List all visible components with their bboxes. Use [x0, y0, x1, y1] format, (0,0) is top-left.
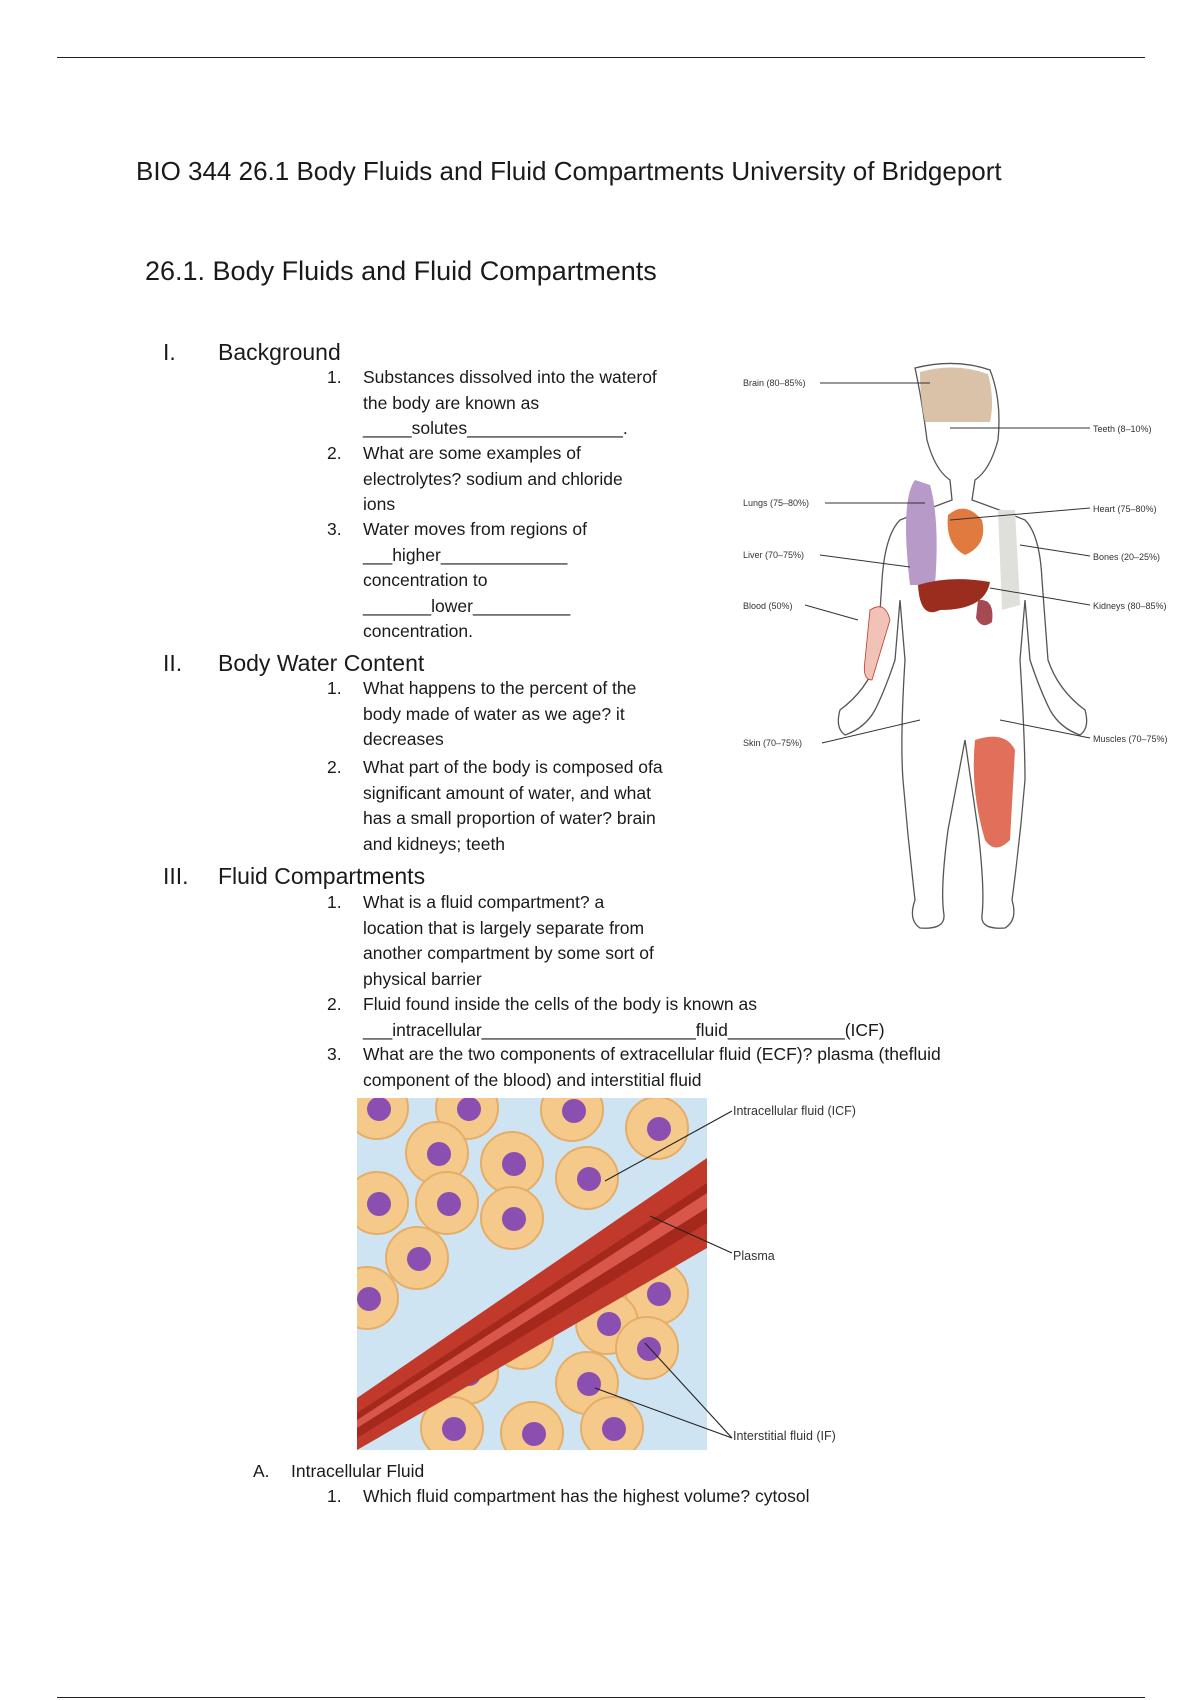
organ-label: Blood (50%) [743, 601, 793, 611]
subsection-label: Intracellular Fluid [291, 1461, 425, 1481]
body-figure-leaders [804, 382, 1091, 744]
body-water-figure [837, 362, 1088, 929]
answer-line: electrolytes? sodium and chloride [363, 468, 623, 489]
answer-line: What part of the body is composed ofa [363, 757, 663, 777]
section-label: Body Water Content [218, 650, 425, 676]
answer-line: ions [363, 494, 396, 514]
item-number: 1. [327, 1486, 342, 1506]
label-icf: Intracellular fluid (ICF) [733, 1104, 856, 1118]
kidney [976, 599, 993, 626]
section-numeral: II. [163, 650, 183, 676]
cell-nucleus [577, 1372, 601, 1396]
cell-nucleus [502, 1152, 526, 1176]
cell-nucleus [597, 1312, 621, 1336]
organ-label: Lungs (75–80%) [743, 498, 810, 508]
brain-region [920, 367, 993, 422]
cell-nucleus [367, 1098, 391, 1121]
answer-line: What happens to the percent of the [363, 678, 637, 698]
organ-label: Teeth (8–10%) [1093, 424, 1152, 434]
answer-line: ___higher_____________ [363, 544, 568, 565]
cell-nucleus [502, 1207, 526, 1231]
answer-line: Which fluid compartment has the highest … [363, 1486, 810, 1506]
answer-line: the body are known as [363, 392, 540, 413]
organ-label: Heart (75–80%) [1093, 504, 1157, 514]
section-label: Background [218, 339, 341, 365]
cell-nucleus [407, 1247, 431, 1271]
cell-nucleus [442, 1417, 466, 1441]
answer-line: _____solutes________________. [363, 418, 628, 438]
cell-nucleus [522, 1422, 546, 1446]
item-number: 2. [327, 757, 342, 777]
subsection-letter: A. [253, 1461, 270, 1481]
organ-label: Brain (80–85%) [743, 378, 806, 388]
answer-line: What are the two components of extracell… [363, 1044, 941, 1064]
item-number: 3. [327, 519, 342, 539]
item-number: 2. [327, 994, 342, 1014]
item-number: 1. [327, 892, 342, 912]
label-interstitial: Interstitial fluid (IF) [733, 1429, 836, 1443]
cell-figure-leaders [594, 1110, 733, 1439]
cell-nucleus [577, 1167, 601, 1191]
bones [998, 510, 1020, 610]
answer-line: has a small proportion of water? brain [363, 808, 656, 828]
blood-vessels [863, 606, 891, 681]
section-label: Fluid Compartments [218, 863, 426, 889]
cell-nucleus [437, 1192, 461, 1216]
bottom-rule [57, 1697, 1145, 1698]
organ-label: Skin (70–75%) [743, 738, 803, 748]
answer-line: component of the blood) and interstitial… [363, 1069, 702, 1090]
item-number: 1. [327, 367, 342, 387]
label-plasma: Plasma [733, 1249, 775, 1263]
answer-line: physical barrier [363, 968, 482, 989]
answer-line: Water moves from regions of [363, 519, 588, 539]
muscles [973, 736, 1015, 848]
lungs [906, 480, 937, 585]
organ-label: Bones (20–25%) [1093, 552, 1161, 562]
fluid-compartments-figure [357, 1098, 707, 1450]
top-rule [57, 57, 1145, 58]
section-heading: 26.1. Body Fluids and Fluid Compartments [145, 256, 657, 286]
cell-nucleus [602, 1417, 626, 1441]
section-numeral: III. [163, 863, 189, 889]
item-number: 3. [327, 1044, 342, 1064]
answer-line: significant amount of water, and what [363, 782, 651, 803]
organ-label: Kidneys (80–85%) [1093, 601, 1167, 611]
document-title: BIO 344 26.1 Body Fluids and Fluid Compa… [136, 156, 1002, 186]
answer-line: and kidneys; teeth [363, 833, 506, 854]
answer-line: _______lower__________ [363, 595, 571, 616]
cell-nucleus [427, 1142, 451, 1166]
answer-line: another compartment by some sort of [363, 943, 654, 963]
answer-line: concentration to [363, 570, 488, 590]
cell-nucleus [357, 1287, 381, 1311]
answer-line: What are some examples of [363, 443, 581, 463]
cell-nucleus [367, 1192, 391, 1216]
heart [947, 508, 984, 555]
cell-nucleus [647, 1117, 671, 1141]
answer-line: concentration. [363, 621, 473, 641]
item-number: 1. [327, 678, 342, 698]
answer-line: decreases [363, 729, 444, 749]
cell-nucleus [457, 1098, 481, 1121]
cell-nucleus [647, 1282, 671, 1306]
section-numeral: I. [163, 339, 176, 365]
cell-nucleus [637, 1337, 661, 1361]
organ-label: Liver (70–75%) [743, 550, 805, 560]
answer-line: What is a fluid compartment? a [363, 892, 605, 912]
cell-nucleus [562, 1099, 586, 1123]
answer-line: Fluid found inside the cells of the body… [363, 994, 757, 1014]
item-number: 2. [327, 443, 342, 463]
answer-line: Substances dissolved into the waterof [363, 367, 657, 387]
answer-line: location that is largely separate from [363, 917, 645, 938]
liver [918, 579, 990, 613]
answer-line: body made of water as we age? it [363, 703, 625, 724]
answer-line: ___intracellular______________________fl… [363, 1019, 885, 1040]
organ-label: Muscles (70–75%) [1093, 734, 1168, 744]
